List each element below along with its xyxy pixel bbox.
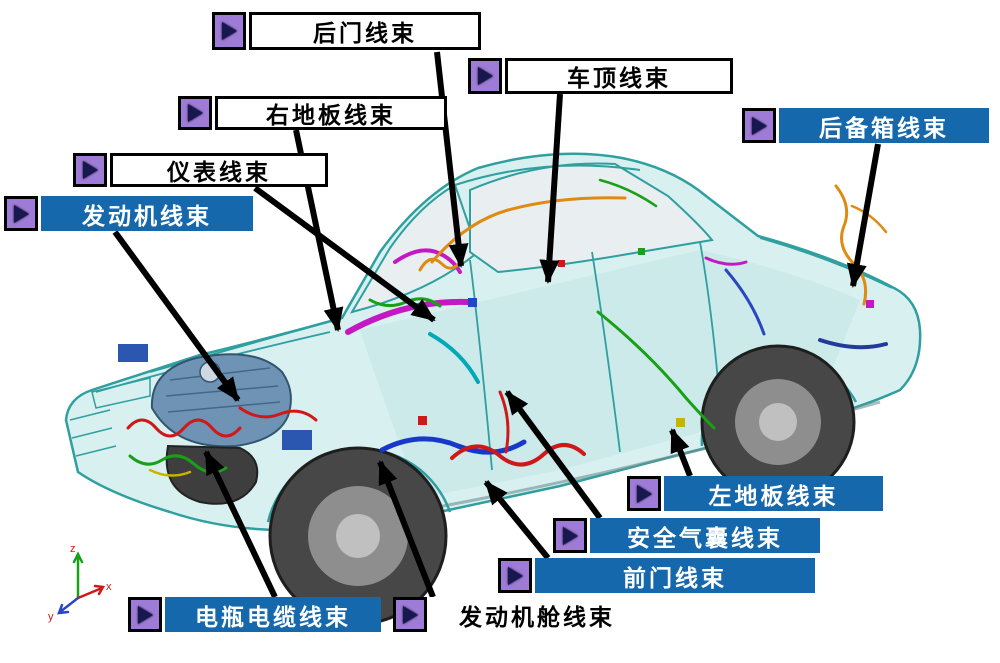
callout-label: 车顶线束 [505, 58, 733, 94]
front-wheel [268, 446, 448, 626]
arrow-battery [203, 450, 278, 599]
play-triangle-icon [553, 518, 587, 553]
callout-label: 后备箱线束 [779, 108, 989, 143]
wiring-harnesses [126, 178, 888, 477]
arrow-engine [112, 230, 241, 402]
callout-instrument-harness: 仪表线束 [73, 153, 328, 187]
play-triangle-icon [393, 597, 427, 632]
arrow-instrument [253, 185, 436, 323]
front-detail [69, 377, 151, 457]
callout-label: 发动机舱线束 [430, 597, 644, 632]
callout-roof-harness: 车顶线束 [468, 58, 733, 94]
axis-x-label: x [106, 581, 112, 593]
arrow-engine-bay [377, 460, 436, 599]
callout-right-floor-harness: 右地板线束 [178, 96, 447, 130]
arrow-rear-door [434, 51, 469, 268]
arrow-front-door [483, 480, 551, 560]
play-triangle-icon [627, 476, 661, 511]
callout-label: 后门线束 [249, 12, 481, 50]
callout-front-door-harness: 前门线束 [498, 558, 815, 593]
arrow-roof [539, 93, 563, 284]
play-triangle-icon [498, 558, 532, 593]
callout-engine-harness: 发动机线束 [4, 196, 253, 231]
callout-label: 安全气囊线束 [590, 518, 820, 553]
play-triangle-icon [178, 96, 212, 130]
callout-rear-door-harness: 后门线束 [212, 12, 481, 50]
play-triangle-icon [468, 58, 502, 94]
connectors [418, 248, 874, 427]
callout-label: 右地板线束 [215, 96, 447, 130]
arrow-left-floor [669, 428, 693, 478]
callout-airbag-harness: 安全气囊线束 [553, 518, 820, 553]
callout-label: 左地板线束 [664, 476, 883, 511]
callout-trunk-harness: 后备箱线束 [742, 108, 989, 143]
axis-z-label: z [70, 543, 76, 555]
rear-wheel [700, 344, 856, 500]
callout-label: 发动机线束 [41, 196, 253, 231]
callout-label: 前门线束 [535, 558, 815, 593]
callout-label: 仪表线束 [110, 153, 328, 187]
callout-left-floor-harness: 左地板线束 [627, 476, 883, 511]
axis-y-label: y [48, 611, 54, 623]
coordinate-triad: z x y [48, 543, 112, 623]
callout-label: 电瓶电缆线束 [165, 597, 381, 632]
roof-seam [454, 164, 641, 186]
arrow-trunk [846, 143, 881, 288]
callout-battery-cable-harness: 电瓶电缆线束 [128, 597, 381, 632]
callout-engine-bay-harness: 发动机舱线束 [393, 597, 644, 632]
play-triangle-icon [4, 196, 38, 231]
play-triangle-icon [742, 108, 776, 143]
play-triangle-icon [212, 12, 246, 50]
play-triangle-icon [73, 153, 107, 187]
play-triangle-icon [128, 597, 162, 632]
arrow-airbag [504, 390, 603, 520]
